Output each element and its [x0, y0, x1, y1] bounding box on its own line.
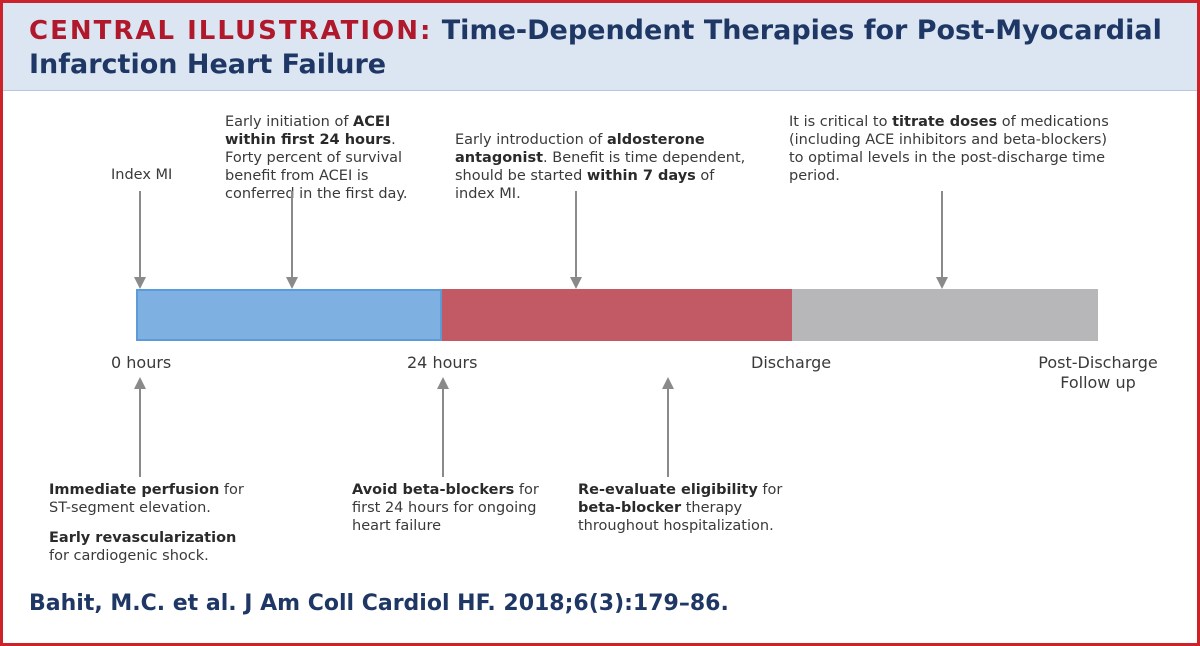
tick-post-discharge-line-2: Follow up: [1060, 373, 1136, 392]
arrow-up-reevaluate-icon: [662, 377, 674, 477]
note-perfusion: Immediate perfusion for ST-segment eleva…: [49, 481, 254, 517]
note-revascularization: Early revascularization for cardiogenic …: [49, 529, 254, 565]
tick-0-hours: 0 hours: [111, 353, 172, 372]
arrow-up-perfusion-icon: [134, 377, 146, 477]
arrow-down-titrate-icon: [936, 191, 948, 289]
timeline-segment-first-24-hours: [136, 289, 442, 341]
note-acei-text-1: Early initiation of: [225, 114, 354, 130]
note-titrate-text-1: It is critical to: [789, 114, 893, 130]
note-reeval-bold-1: Re-evaluate eligibility: [578, 482, 758, 498]
note-titrate-text-2: of medications (including ACE inhibitors…: [789, 114, 1109, 184]
timeline-segment-hospitalization: [442, 289, 792, 341]
title-label: CENTRAL ILLUSTRATION:: [29, 16, 433, 46]
header-band: CENTRAL ILLUSTRATION: Time-Dependent The…: [3, 3, 1197, 91]
note-perfusion-bold: Immediate perfusion: [49, 482, 220, 498]
title-text: Time-Dependent Therapies for Post-Myocar…: [29, 15, 1162, 80]
note-reeval-bold-2: beta-blocker: [578, 500, 682, 516]
note-index-mi: Index MI: [111, 167, 173, 183]
arrow-down-index-mi-icon: [134, 191, 146, 289]
note-avoid-bb-text: for first 24 hours for ongoing heart fai…: [352, 482, 539, 534]
arrow-up-avoid-bb-icon: [437, 377, 449, 477]
note-perfusion-text: for ST-segment elevation.: [49, 482, 244, 516]
tick-discharge: Discharge: [751, 353, 832, 372]
note-titrate-bold-1: titrate doses: [892, 114, 998, 130]
note-reeval-text-2: therapy throughout hospitalization.: [578, 500, 774, 534]
timeline-bar: [136, 289, 1098, 341]
note-acei-bold-1: ACEI within first 24 hours: [225, 114, 392, 148]
note-avoid-bb-bold: Avoid beta-blockers: [352, 482, 515, 498]
note-acei: Early initiation of ACEI within first 24…: [225, 113, 425, 203]
note-revasc-bold: Early revascularization: [49, 530, 237, 546]
timeline-segment-post-discharge: [792, 289, 1098, 341]
tick-24-hours: 24 hours: [407, 353, 478, 372]
note-titrate: It is critical to titrate doses of medic…: [789, 113, 1109, 185]
note-aldo-text-2: . Benefit is time dependent, should be s…: [455, 150, 746, 184]
tick-post-discharge-line-1: Post-Discharge: [1038, 353, 1158, 372]
figure-title: CENTRAL ILLUSTRATION: Time-Dependent The…: [29, 14, 1179, 82]
citation: Bahit, M.C. et al. J Am Coll Cardiol HF.…: [29, 591, 729, 616]
note-aldo-bold-1: aldosterone antagonist: [455, 132, 705, 166]
note-avoid-beta-blockers: Avoid beta-blockers for first 24 hours f…: [352, 481, 557, 535]
note-revasc-text: for cardiogenic shock.: [49, 548, 209, 564]
note-aldosterone: Early introduction of aldosterone antago…: [455, 131, 755, 203]
arrow-down-acei-icon: [286, 191, 298, 289]
arrow-down-aldosterone-icon: [570, 191, 582, 289]
note-aldo-text-1: Early introduction of: [455, 132, 607, 148]
note-aldo-bold-2: within 7 days: [586, 168, 696, 184]
note-acei-text-2: . Forty percent of survival benefit from…: [225, 132, 408, 202]
note-reevaluate: Re-evaluate eligibility for beta-blocker…: [578, 481, 783, 535]
note-reeval-text-1: for: [757, 482, 783, 498]
note-aldo-text-3: of index MI.: [455, 168, 715, 202]
